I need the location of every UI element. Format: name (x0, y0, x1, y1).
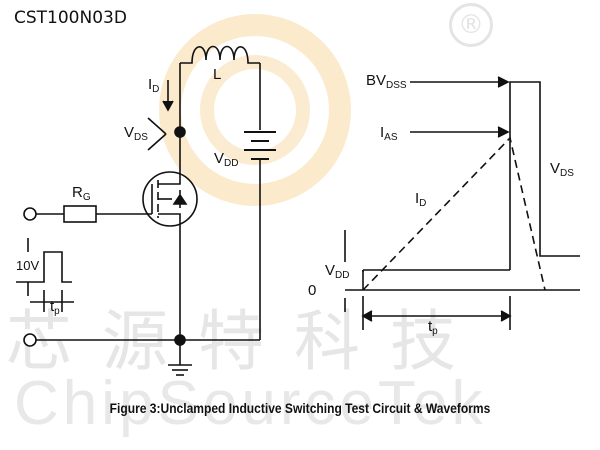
ias-label: IAS (380, 124, 398, 143)
zero-level-label: 0 (308, 282, 317, 299)
waveform-id-label: ID (415, 190, 427, 209)
watermark-english: ChipSourceTek (14, 369, 487, 438)
gate-terminal (23, 207, 37, 221)
mosfet-icon (142, 171, 198, 227)
gate-resistor-label: RG (72, 184, 91, 203)
body-diode-icon (172, 190, 188, 208)
vdd-label: VDD (214, 150, 239, 169)
battery-icon (244, 131, 276, 160)
vds-waveform (362, 81, 580, 272)
waveform-tp-label: tp (428, 318, 438, 337)
ground-icon (168, 364, 192, 376)
drain-current-arrowhead-icon (162, 100, 174, 112)
registered-mark-icon: ® (449, 3, 493, 47)
gate-pulse-icon (16, 251, 72, 283)
tp-right-arrowhead-icon (500, 310, 512, 322)
tp-left-arrowhead-icon (361, 310, 373, 322)
part-number: CST100N03D (14, 8, 127, 28)
gate-resistor-icon (63, 205, 97, 223)
pulse-width-label: tp (50, 298, 60, 317)
vds-label: VDS (124, 124, 148, 143)
drain-node (174, 126, 186, 138)
ias-arrowhead-icon (497, 126, 510, 138)
mosfet-drain-lead (158, 160, 181, 185)
source-terminal (23, 333, 37, 347)
waveform-vds-label: VDS (550, 160, 574, 179)
inductor-label: L (213, 66, 222, 83)
inductor-coil-icon (180, 45, 260, 64)
id-ramp (362, 136, 546, 291)
vds-arrow-icon (147, 117, 167, 151)
bvdss-arrowhead-icon (497, 76, 510, 88)
bvdss-label: BVDSS (366, 72, 407, 91)
figure-caption: Figure 3:Unclamped Inductive Switching T… (109, 400, 491, 416)
gate-pulse-amplitude-label: 10V (16, 258, 40, 273)
waveform-vdd-label: VDD (325, 262, 350, 281)
drain-current-label: ID (148, 76, 160, 95)
mosfet-source-lead (158, 213, 181, 338)
